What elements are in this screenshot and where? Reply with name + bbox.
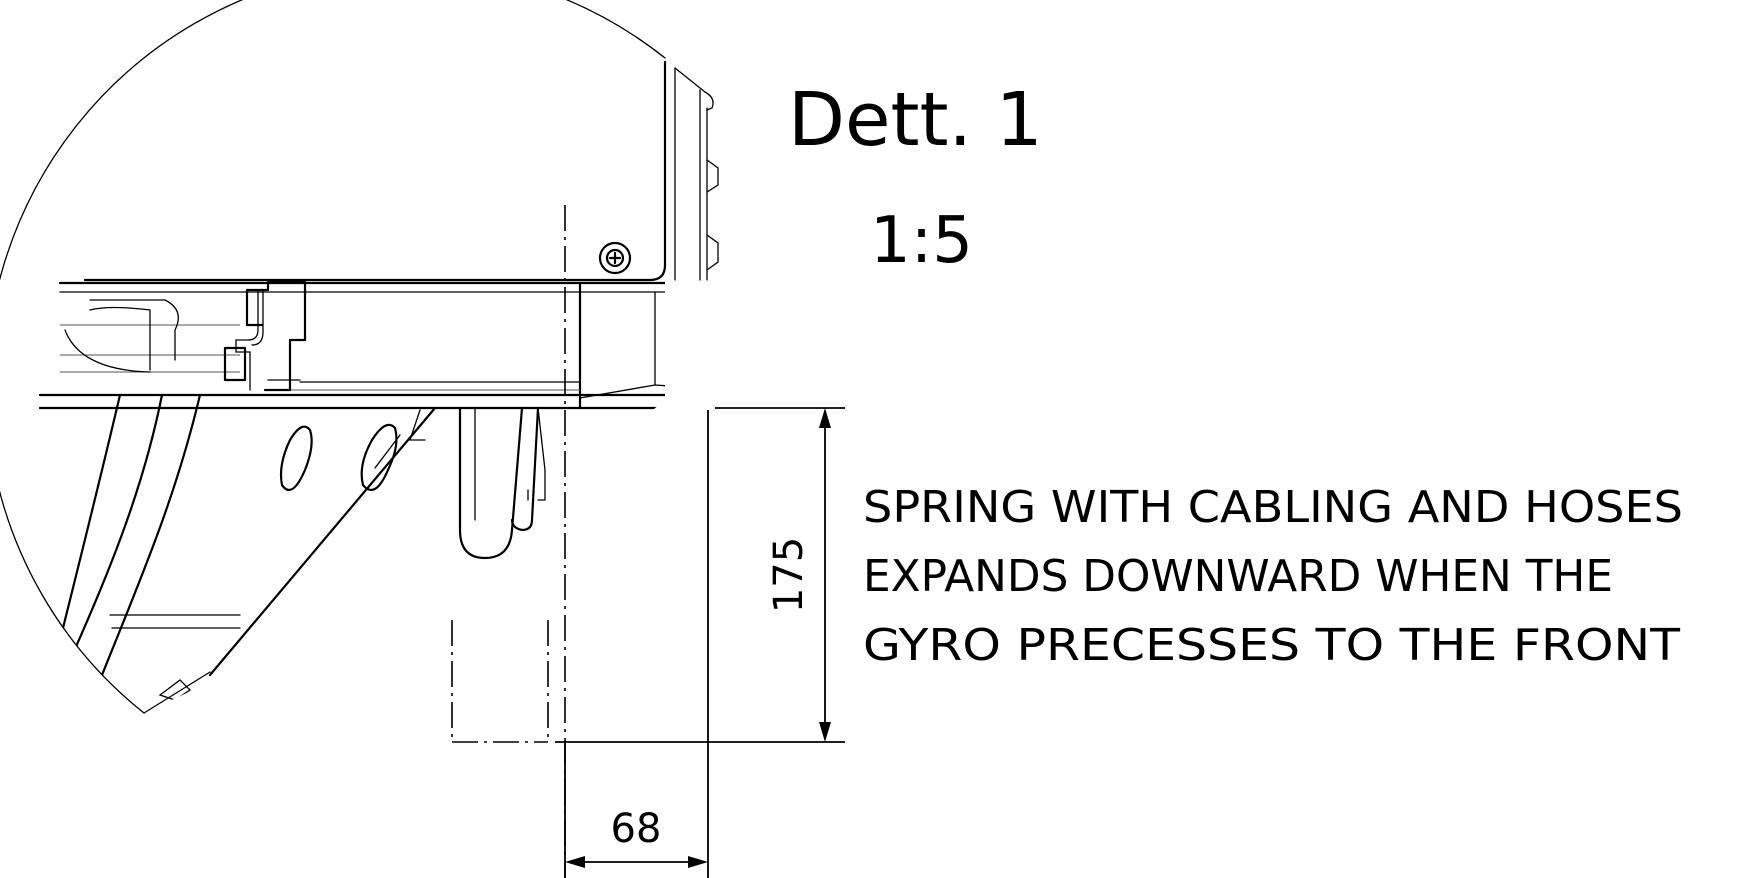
note-line-2: EXPANDS DOWNWARD WHEN THE: [863, 551, 1613, 602]
note-line-3: GYRO PRECESSES TO THE FRONT: [863, 620, 1680, 671]
note-line-1: SPRING WITH CABLING AND HOSES: [863, 482, 1683, 533]
dimension-horizontal: [564, 410, 709, 878]
slotted-hole: [279, 409, 426, 492]
dimension-horizontal-value: 68: [611, 806, 662, 852]
expanded-spring-envelope: [451, 620, 549, 743]
screw-head-icon: [598, 241, 632, 275]
mounting-bracket: [223, 280, 307, 392]
note: SPRING WITH CABLING AND HOSES EXPANDS DO…: [863, 482, 1683, 671]
hose-loop: [458, 406, 546, 560]
gyro-housing: [83, 60, 719, 282]
dimension-vertical-value: 175: [766, 537, 812, 613]
detail-scale: 1:5: [870, 204, 973, 278]
detail-title: Dett. 1: [788, 77, 1043, 163]
spring-cabling-hoses: [58, 299, 437, 701]
base-plate: [38, 281, 666, 410]
detail-boundary: [0, 0, 666, 714]
dimension-vertical: [555, 407, 845, 743]
